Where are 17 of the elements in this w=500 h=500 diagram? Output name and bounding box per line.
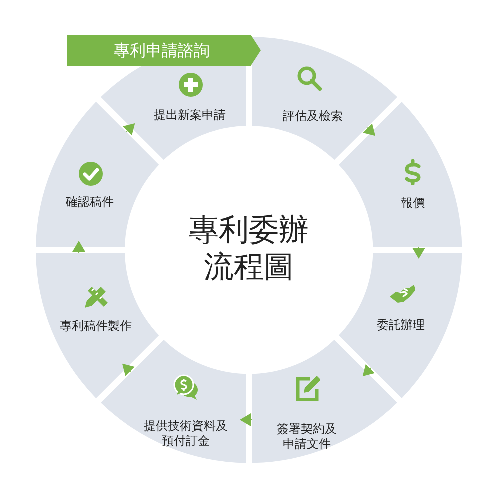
flow-arrow	[240, 413, 252, 426]
step-label: 簽署契約及申請文件	[276, 422, 338, 452]
step-label: 確認稿件	[64, 194, 115, 210]
flow-arrow	[122, 364, 135, 376]
flow-arrow	[412, 246, 426, 259]
flow-arrow	[72, 241, 86, 254]
step-label: 提供技術資料及預付訂金	[142, 418, 229, 449]
flow-arrow	[362, 364, 376, 377]
diagram-title: 專利委辦流程圖	[188, 212, 310, 286]
flow-arrow	[122, 123, 136, 136]
flow-arrow	[363, 124, 376, 136]
step-label: 專利稿件製作	[58, 319, 133, 334]
step-label: 評估及檢索	[282, 108, 344, 124]
banner-label: 專利申請諮詢	[113, 41, 211, 61]
step-label: 提出新案申請	[152, 108, 227, 123]
step-label: 委託辦理	[376, 318, 426, 333]
step-label: 報價	[400, 196, 426, 211]
